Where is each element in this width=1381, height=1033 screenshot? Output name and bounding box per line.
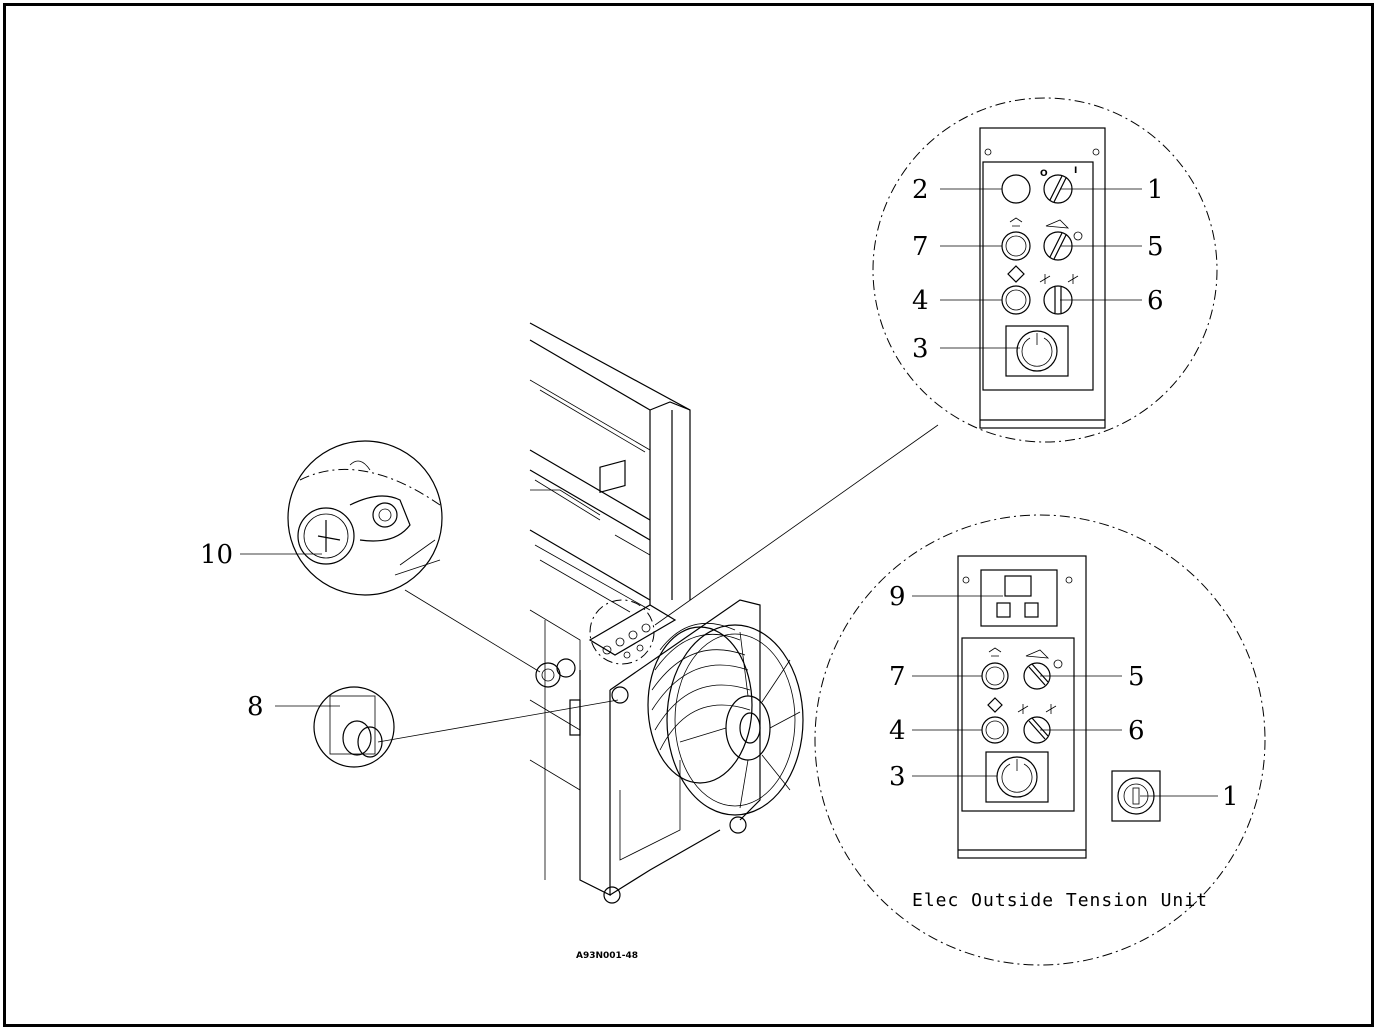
callout-1: 1 — [1222, 782, 1239, 812]
drawing-frame — [3, 3, 1374, 1027]
callout-6: 6 — [1147, 286, 1164, 316]
top-control-panel: O I — [979, 127, 1106, 429]
caption: Elec Outside Tension Unit — [912, 890, 1208, 911]
indicator-lamp-icon — [1001, 174, 1031, 204]
display-icon — [980, 569, 1058, 627]
callout-7: 7 — [889, 662, 906, 692]
callout-7: 7 — [912, 232, 929, 262]
detail-circle-10 — [287, 440, 443, 596]
callout-6: 6 — [1128, 716, 1145, 746]
tension-dial-icon — [297, 507, 355, 565]
leader-top-detail — [654, 424, 939, 626]
detail-8: 8 — [247, 686, 619, 768]
emergency-stop-icon — [996, 756, 1038, 798]
callout-5: 5 — [1128, 662, 1145, 692]
callout-5: 5 — [1147, 232, 1164, 262]
strapping-machine — [529, 322, 804, 904]
bottom-control-panel — [957, 555, 1161, 859]
callout-4: 4 — [912, 286, 929, 316]
drawing-number: A93N001-48 — [576, 951, 638, 961]
callout-2: 2 — [912, 175, 929, 205]
callout-8: 8 — [247, 692, 264, 722]
detail-circle-bottom — [814, 514, 1266, 966]
callout-9: 9 — [889, 582, 906, 612]
callout-1: 1 — [1147, 175, 1164, 205]
callout-3: 3 — [889, 762, 906, 792]
detail-circle-top — [872, 97, 1218, 443]
svg-text:O: O — [1040, 169, 1048, 179]
callout-10: 10 — [200, 540, 233, 570]
bottom-callouts: 9 7 5 4 6 3 1 Elec Outside Tension Unit — [889, 582, 1239, 911]
svg-text:I: I — [1074, 166, 1077, 176]
detail-circle-8 — [313, 686, 395, 768]
emergency-stop-icon — [1016, 330, 1058, 372]
top-callouts: 2 1 7 5 4 6 3 — [912, 175, 1164, 364]
callout-4: 4 — [889, 716, 906, 746]
detail-10: 10 — [200, 440, 541, 673]
callout-3: 3 — [912, 334, 929, 364]
